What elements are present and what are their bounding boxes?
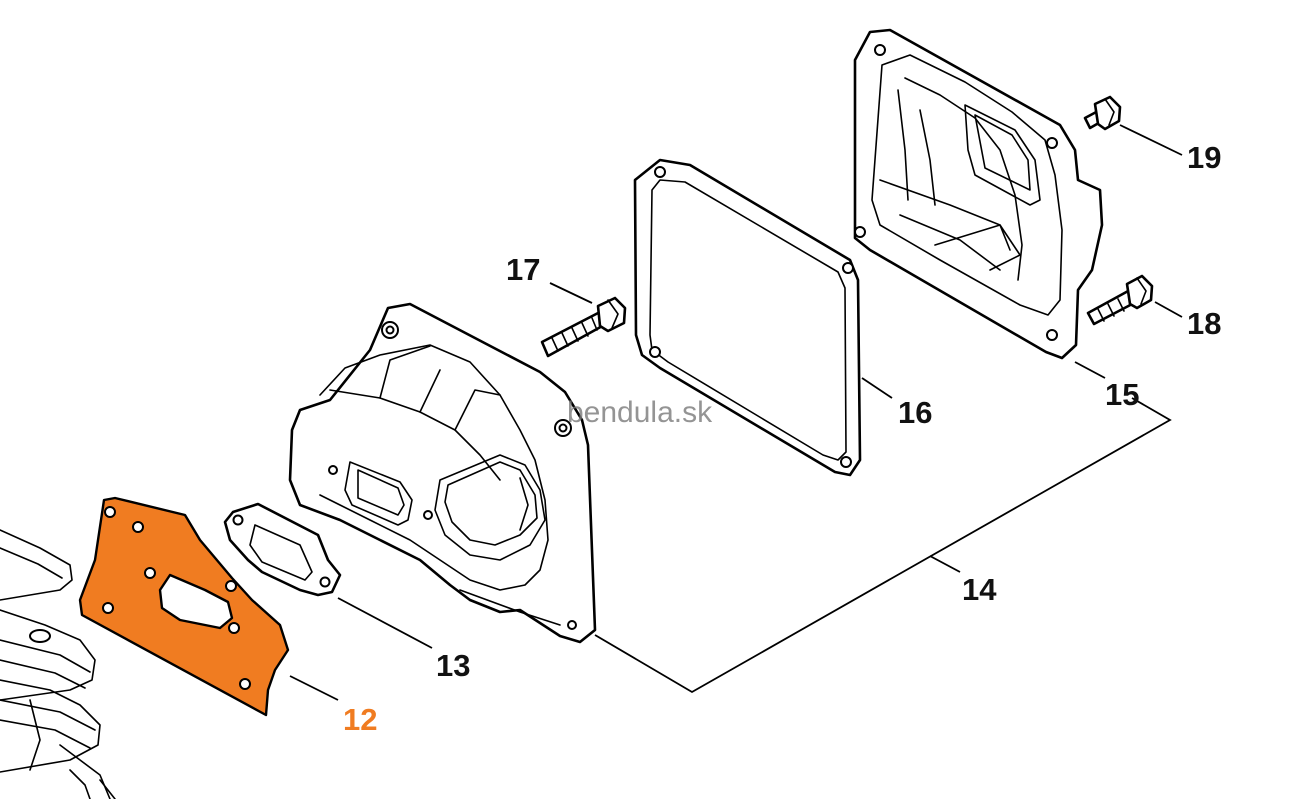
callout-19[interactable]: 19: [1187, 140, 1221, 175]
part-14-muffler[interactable]: [288, 302, 597, 644]
part-18-screw[interactable]: [1086, 274, 1154, 326]
part-19-screw[interactable]: [1083, 95, 1122, 131]
leader-16: [861, 377, 893, 399]
callout-12[interactable]: 12: [343, 702, 377, 737]
leader-13: [337, 597, 433, 649]
leader-12: [289, 675, 339, 701]
leader-14-tick: [929, 555, 961, 573]
callout-18[interactable]: 18: [1187, 306, 1221, 341]
leader-19: [1119, 124, 1183, 156]
callout-13[interactable]: 13: [436, 648, 470, 683]
leader-lines: [289, 124, 1183, 701]
part-13-gasket[interactable]: [223, 502, 342, 597]
part-12-heat-shield[interactable]: [78, 496, 290, 717]
callout-17[interactable]: 17: [506, 252, 540, 287]
callout-16[interactable]: 16: [898, 395, 932, 430]
callout-15[interactable]: 15: [1105, 377, 1139, 412]
leader-15: [1074, 361, 1106, 379]
part-12-port: [158, 573, 234, 630]
leader-17: [549, 282, 593, 304]
cylinder-part: [0, 529, 116, 799]
part-16-gasket[interactable]: [633, 158, 862, 477]
leader-14: [594, 397, 1172, 694]
part-17-screw[interactable]: [540, 296, 627, 358]
callout-14[interactable]: 14: [962, 572, 997, 607]
callouts: 12 13 14 15 16 17 18 19: [343, 140, 1221, 737]
watermark: bendula.sk: [567, 396, 713, 429]
part-15-cover[interactable]: [853, 28, 1104, 360]
leader-18: [1154, 301, 1183, 318]
